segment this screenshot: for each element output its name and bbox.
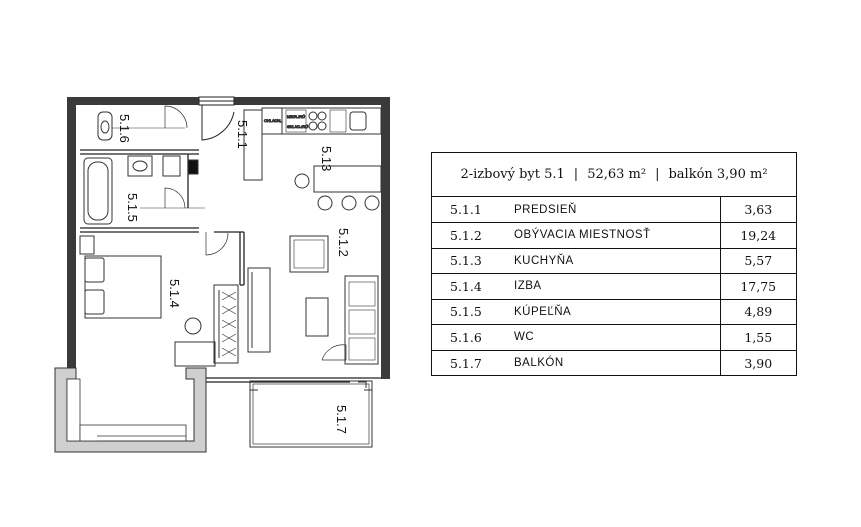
room-label-balcony: 5.1.7 bbox=[334, 405, 349, 434]
room-label-living: 5.1.2 bbox=[336, 228, 351, 257]
room-number: 5.1.1 bbox=[450, 202, 482, 217]
outer-walls bbox=[67, 97, 390, 379]
kitchen-fixtures: CHLADN. MIKR./RÚ SKLAD./RÚ bbox=[261, 107, 382, 211]
room-area: 4,89 bbox=[720, 298, 796, 325]
table-row: 5.1.7 BALKÓN 3,90 bbox=[432, 349, 796, 376]
apartment-type: 2-izbový byt 5.1 bbox=[460, 167, 565, 182]
table-row: 5.1.3 KUCHYŇA 5,57 bbox=[432, 247, 796, 274]
hallway-fixtures bbox=[243, 109, 263, 181]
room-name: WC bbox=[508, 324, 721, 350]
table-row: 5.1.5 KÚPEĽŇA 4,89 bbox=[432, 298, 796, 325]
table-row: 5.1.1 PREDSIEŇ 3,63 bbox=[432, 197, 796, 223]
title-separator: | bbox=[573, 167, 579, 182]
room-number: 5.1.5 bbox=[432, 298, 508, 325]
room-name: KÚPEĽŇA bbox=[508, 298, 721, 325]
room-area: 3,90 bbox=[720, 349, 796, 376]
legend-title: 2-izbový byt 5.1 | 52,63 m² | balkón 3,9… bbox=[432, 153, 796, 197]
interior-walls bbox=[80, 149, 245, 286]
kitchen-tiny-label: SKLAD./RÚ bbox=[287, 124, 308, 129]
room-label-bedroom: 5.1.4 bbox=[167, 279, 182, 308]
room-area: 3,63 bbox=[744, 202, 773, 217]
room-number: 5.1.3 bbox=[432, 247, 508, 274]
entrance-door bbox=[198, 96, 235, 141]
room-name: PREDSIEŇ bbox=[508, 197, 721, 223]
bottom-walls bbox=[206, 377, 381, 383]
balcony-area: balkón 3,90 m² bbox=[668, 167, 768, 182]
living-fixtures bbox=[247, 235, 379, 365]
title-separator: | bbox=[655, 167, 660, 182]
kitchen-tiny-label: CHLADN. bbox=[264, 118, 282, 123]
room-label-hallway: 5.1.1 bbox=[235, 120, 250, 149]
room-number: 5.1.7 bbox=[432, 349, 508, 376]
room-number: 5.1.2 bbox=[432, 222, 508, 248]
bathroom-fixtures bbox=[83, 155, 205, 225]
room-label-bathroom: 5.1.5 bbox=[125, 193, 140, 222]
balcony bbox=[249, 380, 373, 448]
room-area: 5,57 bbox=[720, 247, 796, 274]
table-row: 5.1.4 IZBA 17,75 bbox=[432, 273, 796, 299]
apartment-area: 52,63 m² bbox=[587, 167, 647, 182]
room-name: OBÝVACIA MIESTNOSŤ bbox=[508, 222, 721, 248]
table-row: 5.1.6 WC 1,55 bbox=[432, 324, 796, 350]
wc-fixtures bbox=[97, 105, 188, 141]
room-area: 19,24 bbox=[720, 222, 796, 248]
room-number: 5.1.6 bbox=[432, 324, 508, 350]
legend-table: 5.1.1 PREDSIEŇ 3,63 5.1.2 OBÝVACIA MIEST… bbox=[432, 197, 796, 376]
room-label-kitchen: 5.13 bbox=[319, 146, 334, 171]
table-row: 5.1.2 OBÝVACIA MIESTNOSŤ 19,24 bbox=[432, 222, 796, 248]
room-legend: 2-izbový byt 5.1 | 52,63 m² | balkón 3,9… bbox=[431, 152, 797, 376]
bedroom-fixtures bbox=[79, 232, 239, 367]
floor-plan: CHLADN. MIKR./RÚ SKLAD./RÚ 5.1.6 5.1.1 5… bbox=[54, 96, 390, 453]
room-name: IZBA bbox=[508, 273, 721, 299]
room-area: 1,55 bbox=[720, 324, 796, 350]
room-area: 17,75 bbox=[720, 273, 796, 299]
room-name: BALKÓN bbox=[508, 349, 721, 376]
bedroom-bay bbox=[54, 367, 207, 453]
room-number: 5.1.4 bbox=[432, 273, 508, 299]
kitchen-tiny-label: MIKR./RÚ bbox=[287, 114, 305, 119]
room-label-wc: 5.1.6 bbox=[117, 114, 132, 143]
room-name: KUCHYŇA bbox=[508, 247, 721, 274]
